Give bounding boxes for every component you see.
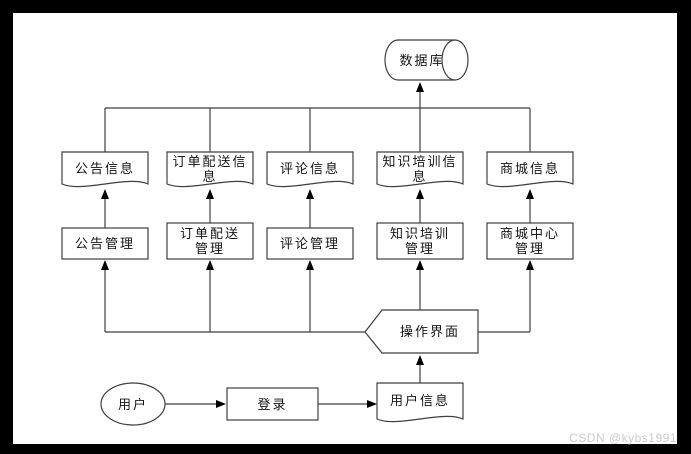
arrowhead-into-op xyxy=(416,355,424,365)
frame-bottom-bar xyxy=(0,444,691,454)
mall-center-mgmt-label: 商城中心 管理 xyxy=(499,226,560,256)
arrowhead-into-doc2 xyxy=(206,189,214,199)
frame-right-bar xyxy=(677,0,691,454)
user-info-document xyxy=(376,382,464,423)
document-order-delivery-info xyxy=(166,151,254,188)
database-cylinder-body xyxy=(384,39,455,81)
training-info-label: 知识培训信 息 xyxy=(382,153,458,184)
user-label: 用户 xyxy=(117,396,148,412)
login-label: 登录 xyxy=(257,396,288,412)
document-announcement-info xyxy=(61,151,149,188)
arrowhead-into-login xyxy=(216,400,226,408)
arrowhead-into-mgmt5 xyxy=(526,260,534,270)
arrowhead-into-mgmt4 xyxy=(416,260,424,270)
arrowhead-into-doc5 xyxy=(526,189,534,199)
order-delivery-info-label: 订单配送信 息 xyxy=(172,153,248,184)
order-delivery-mgmt-label: 订单配送 管理 xyxy=(179,226,240,256)
frame-top-bar xyxy=(0,0,691,13)
mall-info-label: 商城信息 xyxy=(499,161,560,176)
box-announcement-mgmt xyxy=(61,227,149,260)
arrowhead-into-mgmt1 xyxy=(101,260,109,270)
arrowhead-into-mgmt2 xyxy=(206,260,214,270)
csdn-watermark: CSDN @kybs1991 xyxy=(569,431,677,445)
database-cylinder-end xyxy=(441,39,469,81)
training-mgmt-label: 知识培训 管理 xyxy=(389,226,450,256)
arrowhead-into-doc4 xyxy=(416,189,424,199)
document-mall-info xyxy=(486,151,574,188)
comment-mgmt-label: 评论管理 xyxy=(279,236,340,251)
announcement-info-label: 公告信息 xyxy=(74,161,135,176)
login-box xyxy=(226,387,319,421)
operation-interface-label: 操作界面 xyxy=(399,324,460,339)
box-training-mgmt xyxy=(376,222,464,260)
arrowhead-into-doc3 xyxy=(306,189,314,199)
document-training-info xyxy=(376,151,464,188)
arrowhead-into-doc1 xyxy=(101,189,109,199)
frame-left-bar xyxy=(0,0,13,454)
arrowhead-into-mgmt3 xyxy=(306,260,314,270)
user-info-label: 用户信息 xyxy=(389,392,450,408)
box-order-delivery-mgmt xyxy=(166,222,254,260)
user-ellipse xyxy=(100,382,166,426)
box-comment-mgmt xyxy=(266,227,354,260)
arrowhead-into-database xyxy=(416,82,424,92)
arrowhead-into-userinfo xyxy=(367,400,377,408)
comment-info-label: 评论信息 xyxy=(279,161,340,176)
box-mall-center-mgmt xyxy=(486,222,574,260)
announcement-mgmt-label: 公告管理 xyxy=(74,236,135,251)
document-comment-info xyxy=(266,151,354,188)
operation-interface-shape xyxy=(364,309,479,354)
database-label: 数据库 xyxy=(399,52,445,68)
